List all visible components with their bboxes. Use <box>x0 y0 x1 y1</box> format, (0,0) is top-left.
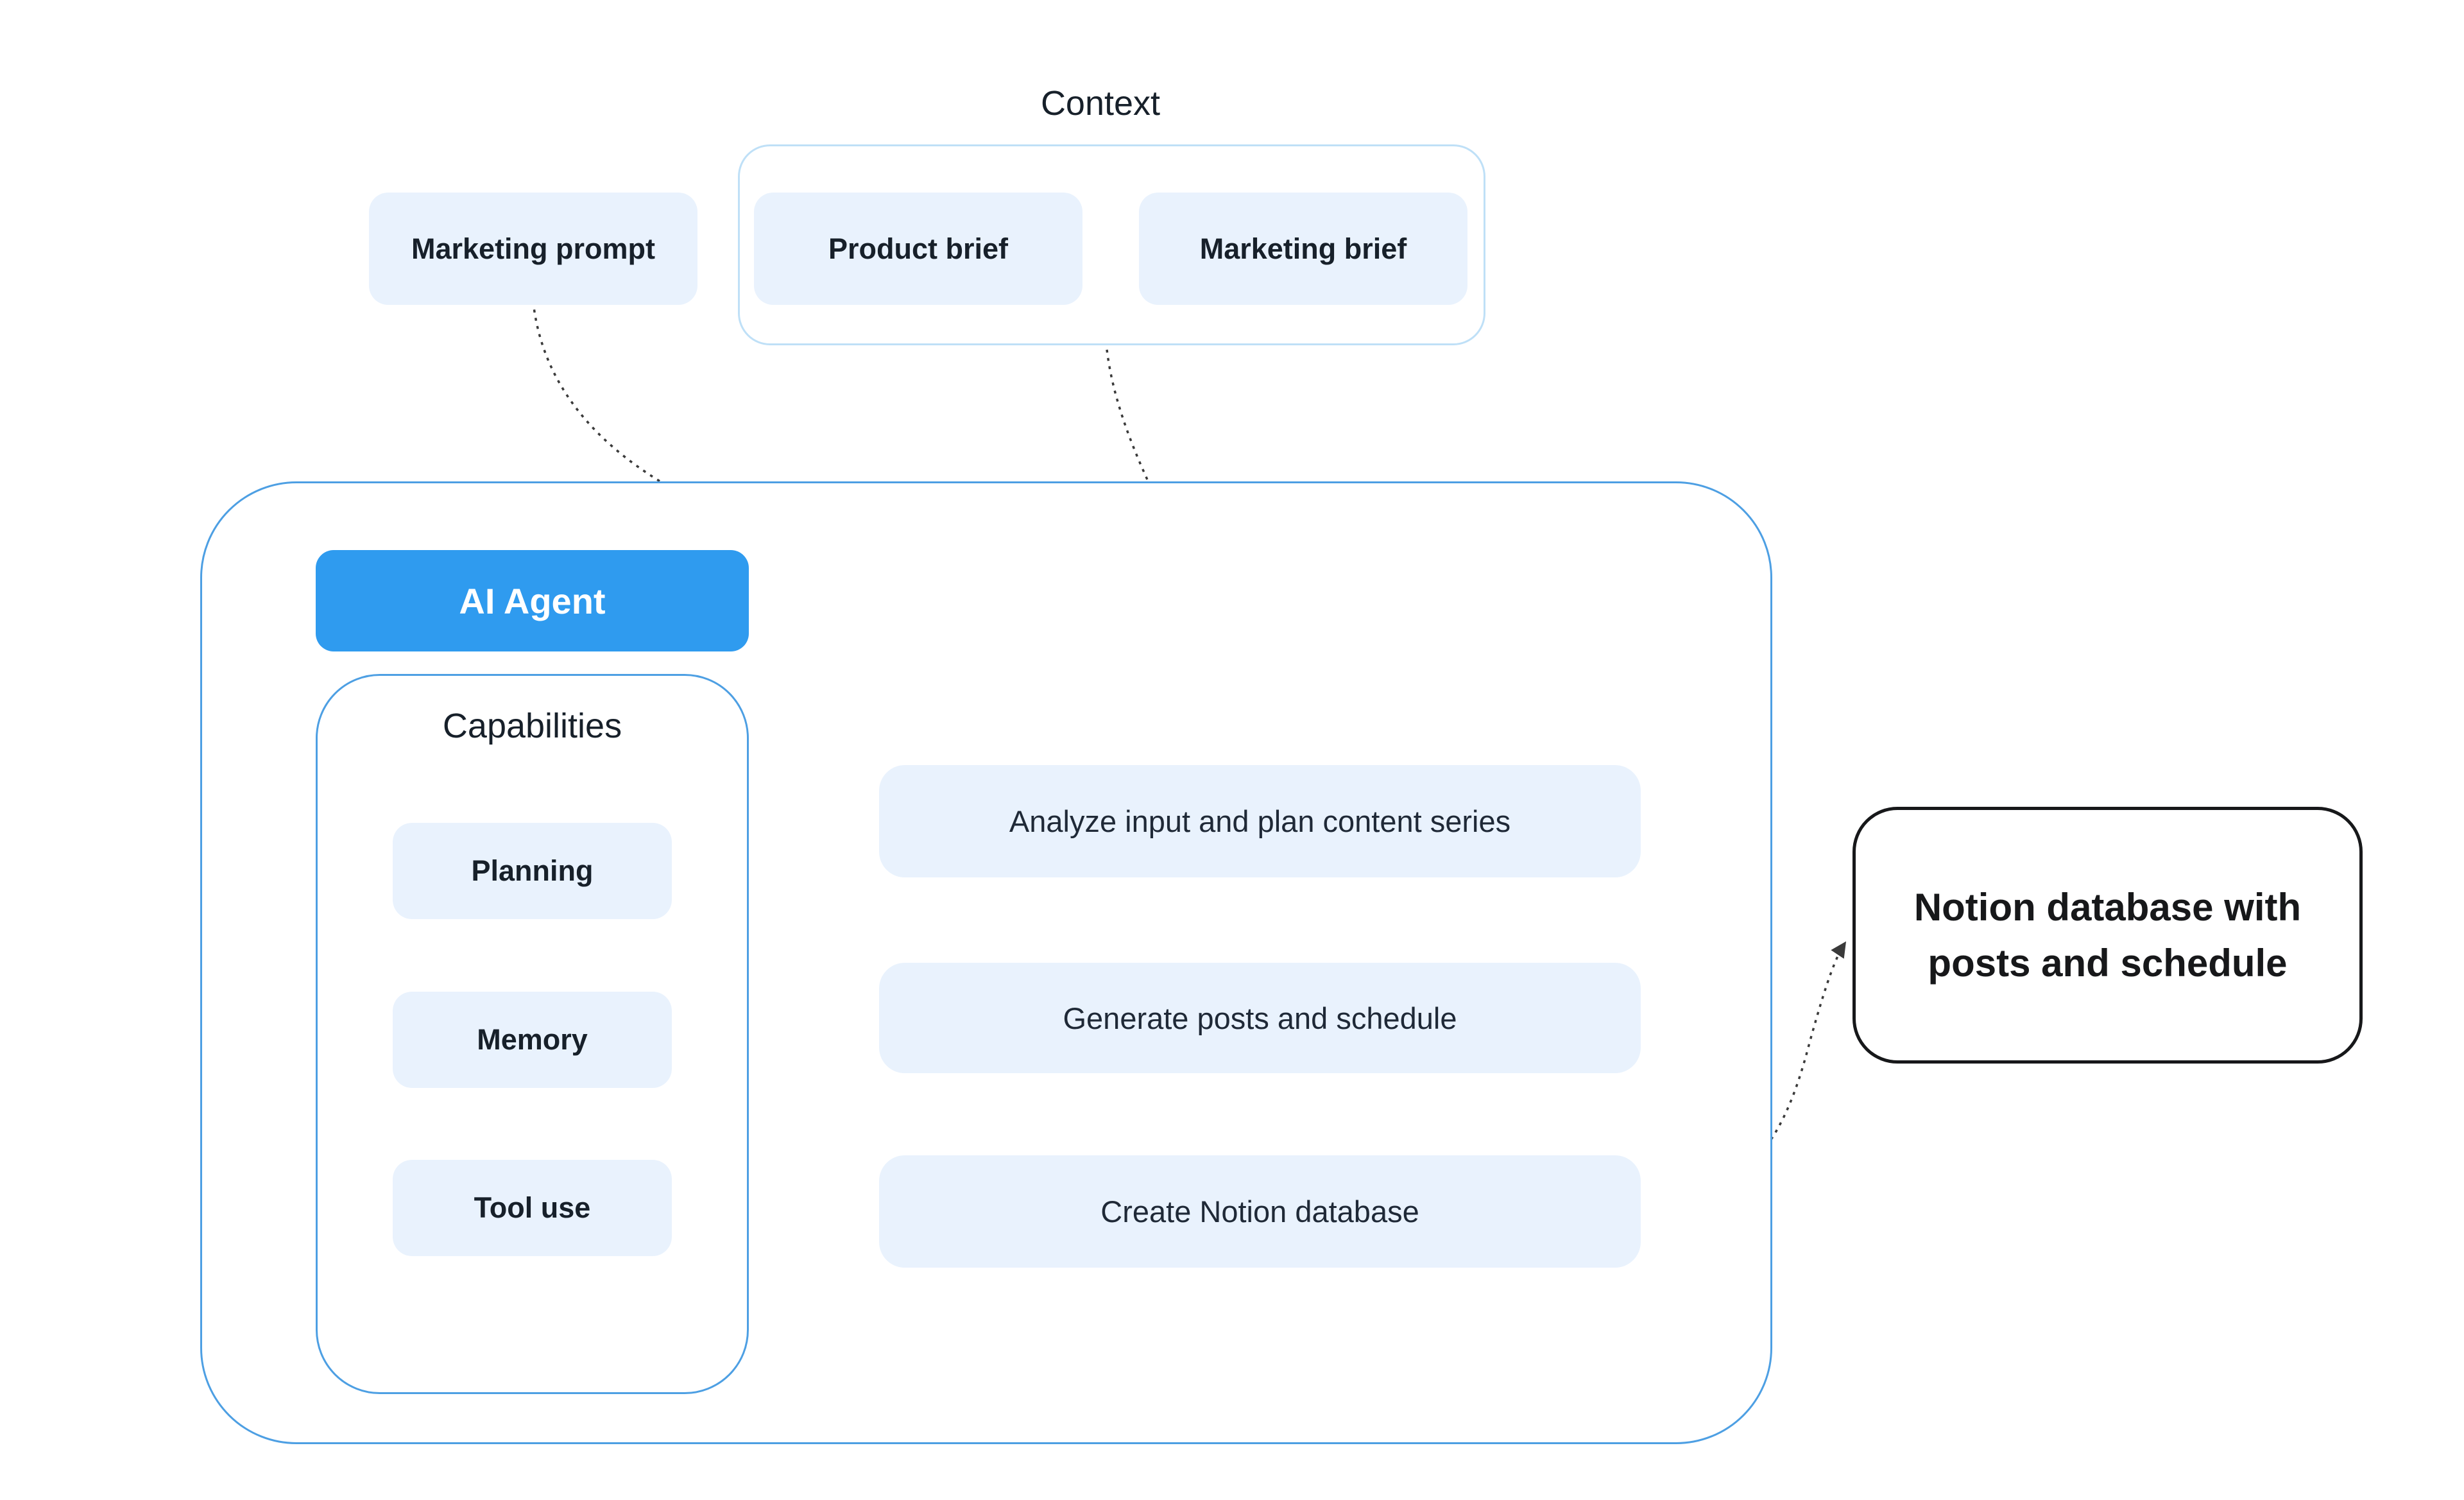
node-label: Tool use <box>474 1191 591 1224</box>
step-label: Create Notion database <box>1100 1194 1419 1228</box>
step-generate-posts: Generate posts and schedule <box>879 963 1641 1073</box>
context-group-label: Context <box>1040 84 1161 123</box>
ai-agent-title-label: AI Agent <box>459 580 606 621</box>
step-label: Generate posts and schedule <box>1063 1001 1457 1035</box>
step-label: Analyze input and plan content series <box>1009 804 1511 838</box>
output-label: Notion database with posts and schedule <box>1913 886 2302 985</box>
node-capability-memory: Memory <box>393 992 672 1088</box>
node-marketing-brief: Marketing brief <box>1139 193 1467 305</box>
output-notion-database: Notion database with posts and schedule <box>1852 807 2363 1064</box>
node-label: Memory <box>477 1023 588 1056</box>
step-analyze-input: Analyze input and plan content series <box>879 765 1641 877</box>
node-product-brief: Product brief <box>754 193 1082 305</box>
node-capability-tool-use: Tool use <box>393 1160 672 1256</box>
node-marketing-prompt: Marketing prompt <box>369 193 697 305</box>
ai-agent-title: AI Agent <box>316 550 749 651</box>
node-label: Marketing brief <box>1199 232 1407 265</box>
node-label: Product brief <box>828 232 1009 265</box>
node-capability-planning: Planning <box>393 823 672 919</box>
capabilities-label: Capabilities <box>442 707 622 745</box>
node-label: Planning <box>471 854 594 887</box>
node-label: Marketing prompt <box>411 232 656 265</box>
step-create-notion-database: Create Notion database <box>879 1155 1641 1268</box>
